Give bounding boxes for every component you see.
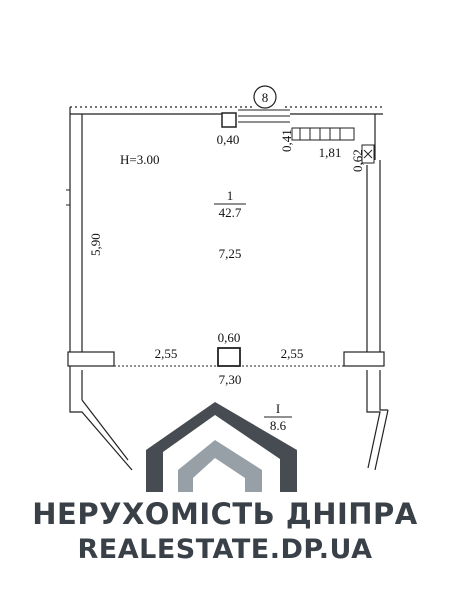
niche-width-dimension: 1,81 (319, 145, 342, 160)
room-1-number: 1 (227, 188, 234, 203)
column-top-dimension: 0,40 (217, 132, 240, 147)
bottom-width-dimension: 7,30 (219, 372, 242, 387)
axis-marker-label: 8 (262, 90, 269, 105)
house-logo-icon (146, 402, 297, 492)
top-column (221, 112, 237, 128)
room-i-area: 8.6 (270, 418, 287, 433)
right-pilaster (343, 351, 385, 405)
left-wall-segments (66, 189, 70, 206)
watermark-title: НЕРУХОМІСТЬ ДНІПРА (32, 497, 418, 531)
interior-width-dimension: 7,25 (219, 246, 242, 261)
right-span-dimension: 2,55 (281, 346, 304, 361)
ceiling-height: H=3.00 (120, 152, 159, 167)
top-wall (69, 106, 385, 400)
right-wall (366, 160, 381, 355)
niche-depth-dimension: 0,41 (279, 129, 294, 152)
lower-walls (69, 399, 389, 471)
watermark-url: REALESTATE.DP.UA (77, 534, 373, 565)
left-span-dimension: 2,55 (155, 346, 178, 361)
top-window (238, 109, 290, 123)
room-i-number: I (276, 401, 280, 416)
left-pilaster (67, 351, 115, 400)
axis-marker: 8 (253, 85, 277, 109)
column-mid-dimension: 0,60 (218, 330, 241, 345)
left-wall-dimension: 5,90 (88, 233, 103, 256)
recess-depth-dimension: 0,62 (350, 149, 365, 172)
top-right-niche (291, 127, 375, 164)
middle-column (217, 347, 241, 367)
room-1-area: 42.7 (219, 205, 242, 220)
